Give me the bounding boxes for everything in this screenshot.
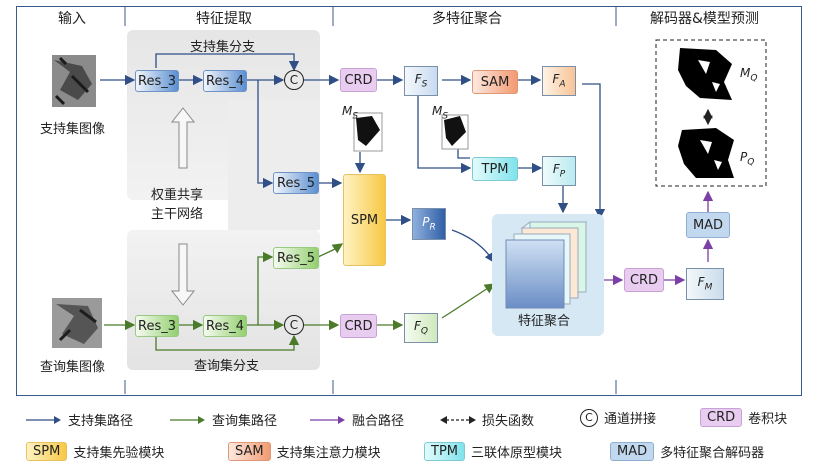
legend-spm-chip: SPM <box>26 442 68 461</box>
query-concat-circle: C <box>284 315 304 335</box>
legend-loss-label: 损失函数 <box>482 414 535 429</box>
support-res4-block: Res_4 <box>203 70 247 92</box>
header-decoder-prediction: 解码器&模型预测 <box>650 11 759 27</box>
support-concat-circle: C <box>284 70 304 90</box>
query-image-thumb <box>52 298 102 348</box>
legend-tpm: TPM 三联体原型模块 <box>424 442 562 461</box>
diagram-frame <box>16 6 802 396</box>
fusion-path-arrow-icon <box>310 415 345 424</box>
legend-crd: CRD 卷积块 <box>700 408 787 427</box>
ms-symbol-upper: MS <box>342 104 359 122</box>
pq-symbol: PQ <box>740 150 755 168</box>
legend-mad-desc: 多特征聚合解码器 <box>660 446 765 461</box>
legend-mad-chip: MAD <box>610 442 655 461</box>
mad-block: MAD <box>686 212 730 238</box>
header-multi-feature-aggregation: 多特征聚合 <box>432 11 502 27</box>
legend-mad: MAD 多特征聚合解码器 <box>610 442 764 461</box>
fa-symbol: FA <box>552 72 566 90</box>
support-crd-block: CRD <box>340 68 377 92</box>
support-mask-ms2 <box>441 114 469 150</box>
legend-support-path-label: 支持集路径 <box>68 414 134 429</box>
shared-backbone-label-1: 权重共享 <box>151 188 204 203</box>
fm-symbol: FM <box>697 275 713 293</box>
legend-query-path-label: 查询集路径 <box>212 414 278 429</box>
legend-spm-desc: 支持集先验模块 <box>73 446 165 461</box>
spm-block: SPM <box>343 174 386 266</box>
legend-query-path: 查询集路径 <box>170 410 277 429</box>
tpm-block: TPM <box>472 157 518 181</box>
query-path-arrow-icon <box>170 415 205 424</box>
sam-block: SAM <box>472 70 518 94</box>
query-res4-block: Res_4 <box>203 315 247 337</box>
fs-feature-cube: FS <box>404 60 444 96</box>
pr-symbol: PR <box>422 215 436 233</box>
legend-crd-desc: 卷积块 <box>748 412 788 427</box>
fq-symbol: FQ <box>414 319 428 337</box>
fq-feature-cube: FQ <box>404 307 444 343</box>
header-input: 输入 <box>58 11 86 27</box>
legend-support-path: 支持集路径 <box>26 410 133 429</box>
mq-symbol: MQ <box>740 66 758 84</box>
loss-dashed-arrow-icon <box>440 415 476 424</box>
shared-backbone-label-2: 主干网络 <box>151 207 204 222</box>
query-res5-block: Res_5 <box>273 247 319 269</box>
legend-sam-desc: 支持集注意力模块 <box>276 446 381 461</box>
mask-mq <box>676 46 734 102</box>
query-crd-block: CRD <box>340 314 377 338</box>
support-path-arrow-icon <box>26 415 61 424</box>
legend-sam: SAM 支持集注意力模块 <box>228 442 381 461</box>
support-res5-block: Res_5 <box>273 172 319 194</box>
concat-circle-icon: C <box>580 408 598 427</box>
legend-fusion-path: 融合路径 <box>310 410 404 429</box>
support-image-label: 支持集图像 <box>40 122 106 137</box>
legend-channel-concat: C 通道拼接 <box>580 408 656 427</box>
support-branch-label: 支持集分支 <box>190 40 256 55</box>
legend-crd-chip: CRD <box>700 408 743 427</box>
fp-symbol: FP <box>552 162 566 180</box>
query-image-label: 查询集图像 <box>40 360 106 375</box>
ms-symbol-lower: MS <box>432 104 449 122</box>
legend-tpm-chip: TPM <box>424 442 465 461</box>
legend-channel-concat-label: 通道拼接 <box>604 412 657 427</box>
legend-loss: 损失函数 <box>440 410 534 429</box>
legend-sam-chip: SAM <box>228 442 271 461</box>
legend-spm: SPM 支持集先验模块 <box>26 442 164 461</box>
header-feature-extraction: 特征提取 <box>196 11 252 27</box>
legend-fusion-path-label: 融合路径 <box>352 414 405 429</box>
support-res3-block: Res_3 <box>135 70 179 92</box>
fs-symbol: FS <box>414 72 428 90</box>
mask-pq <box>676 126 734 180</box>
fa-feature-cube: FA <box>542 60 582 96</box>
support-image-thumb <box>52 55 96 107</box>
support-mask-ms <box>353 112 383 152</box>
legend-tpm-desc: 三联体原型模块 <box>471 446 563 461</box>
fusion-crd-block: CRD <box>624 268 664 292</box>
query-branch-label: 查询集分支 <box>194 359 260 374</box>
query-res3-block: Res_3 <box>135 315 179 337</box>
fm-feature-cube: FM <box>686 262 730 300</box>
pr-prior-cube: PR <box>412 202 452 240</box>
backbone-bg <box>228 100 320 230</box>
fp-feature-cube: FP <box>542 150 582 186</box>
feature-aggregation-label: 特征聚合 <box>518 314 571 329</box>
